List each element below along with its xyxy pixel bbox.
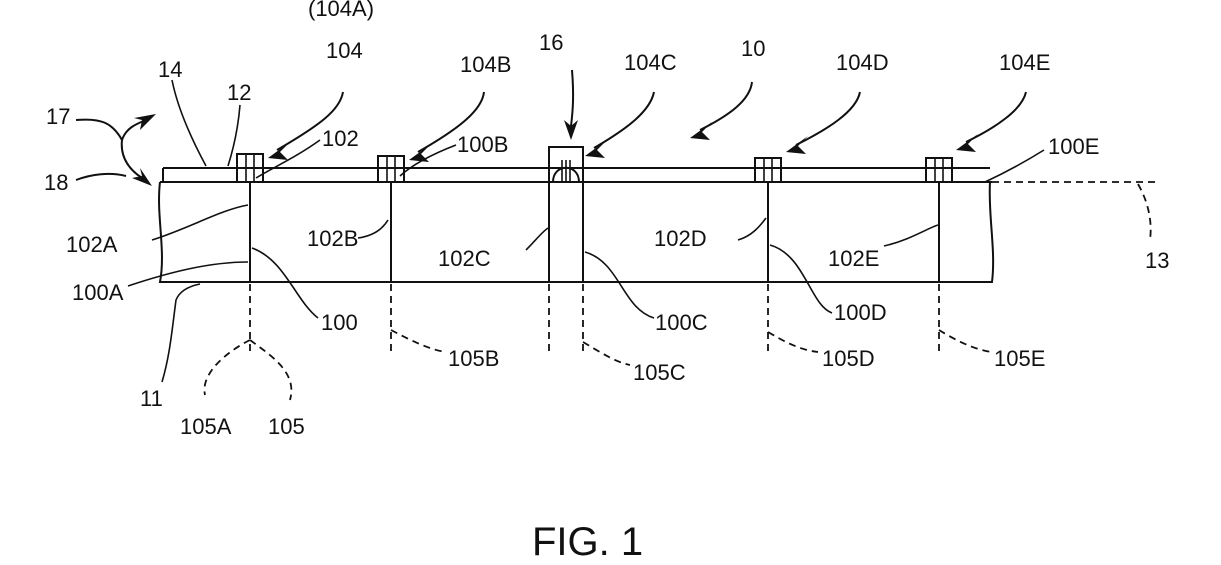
label-16: 16 <box>539 30 563 55</box>
label-105: 105 <box>268 414 305 439</box>
label-104c: 104C <box>624 50 677 75</box>
label-102a: 102A <box>66 232 118 257</box>
label-100b: 100B <box>457 132 508 157</box>
label-105b: 105B <box>448 346 499 371</box>
label-17: 17 <box>46 104 70 129</box>
feature-c <box>549 147 583 282</box>
label-14: 14 <box>158 57 182 82</box>
label-104a-paren: (104A) <box>308 0 374 21</box>
label-100e: 100E <box>1048 134 1099 159</box>
label-104b: 104B <box>460 52 511 77</box>
label-12: 12 <box>227 80 251 105</box>
label-11: 11 <box>140 386 163 411</box>
cap-104d <box>755 158 781 182</box>
label-104e: 104E <box>999 50 1050 75</box>
cap-104e <box>926 158 952 182</box>
reference-labels: (104A) 104 14 12 17 18 102 104B 100B 16 … <box>44 0 1169 439</box>
feature-e <box>926 158 952 282</box>
label-104d: 104D <box>836 50 889 75</box>
label-100d: 100D <box>834 300 887 325</box>
label-102c: 102C <box>438 246 491 271</box>
label-102e: 102E <box>828 246 879 271</box>
label-100c: 100C <box>655 310 708 335</box>
label-18: 18 <box>44 170 68 195</box>
feature-d <box>755 158 781 282</box>
label-104: 104 <box>326 38 363 63</box>
label-100: 100 <box>321 310 358 335</box>
label-100a: 100A <box>72 280 124 305</box>
label-102: 102 <box>322 126 359 151</box>
label-102d: 102D <box>654 226 707 251</box>
figure-caption: FIG. 1 <box>532 520 643 564</box>
label-10: 10 <box>741 36 765 61</box>
label-105e: 105E <box>994 346 1045 371</box>
leader-lines <box>76 70 1151 400</box>
label-105c: 105C <box>633 360 686 385</box>
label-105a: 105A <box>180 414 232 439</box>
label-102b: 102B <box>307 226 358 251</box>
label-105d: 105D <box>822 346 875 371</box>
label-13: 13 <box>1145 248 1169 273</box>
